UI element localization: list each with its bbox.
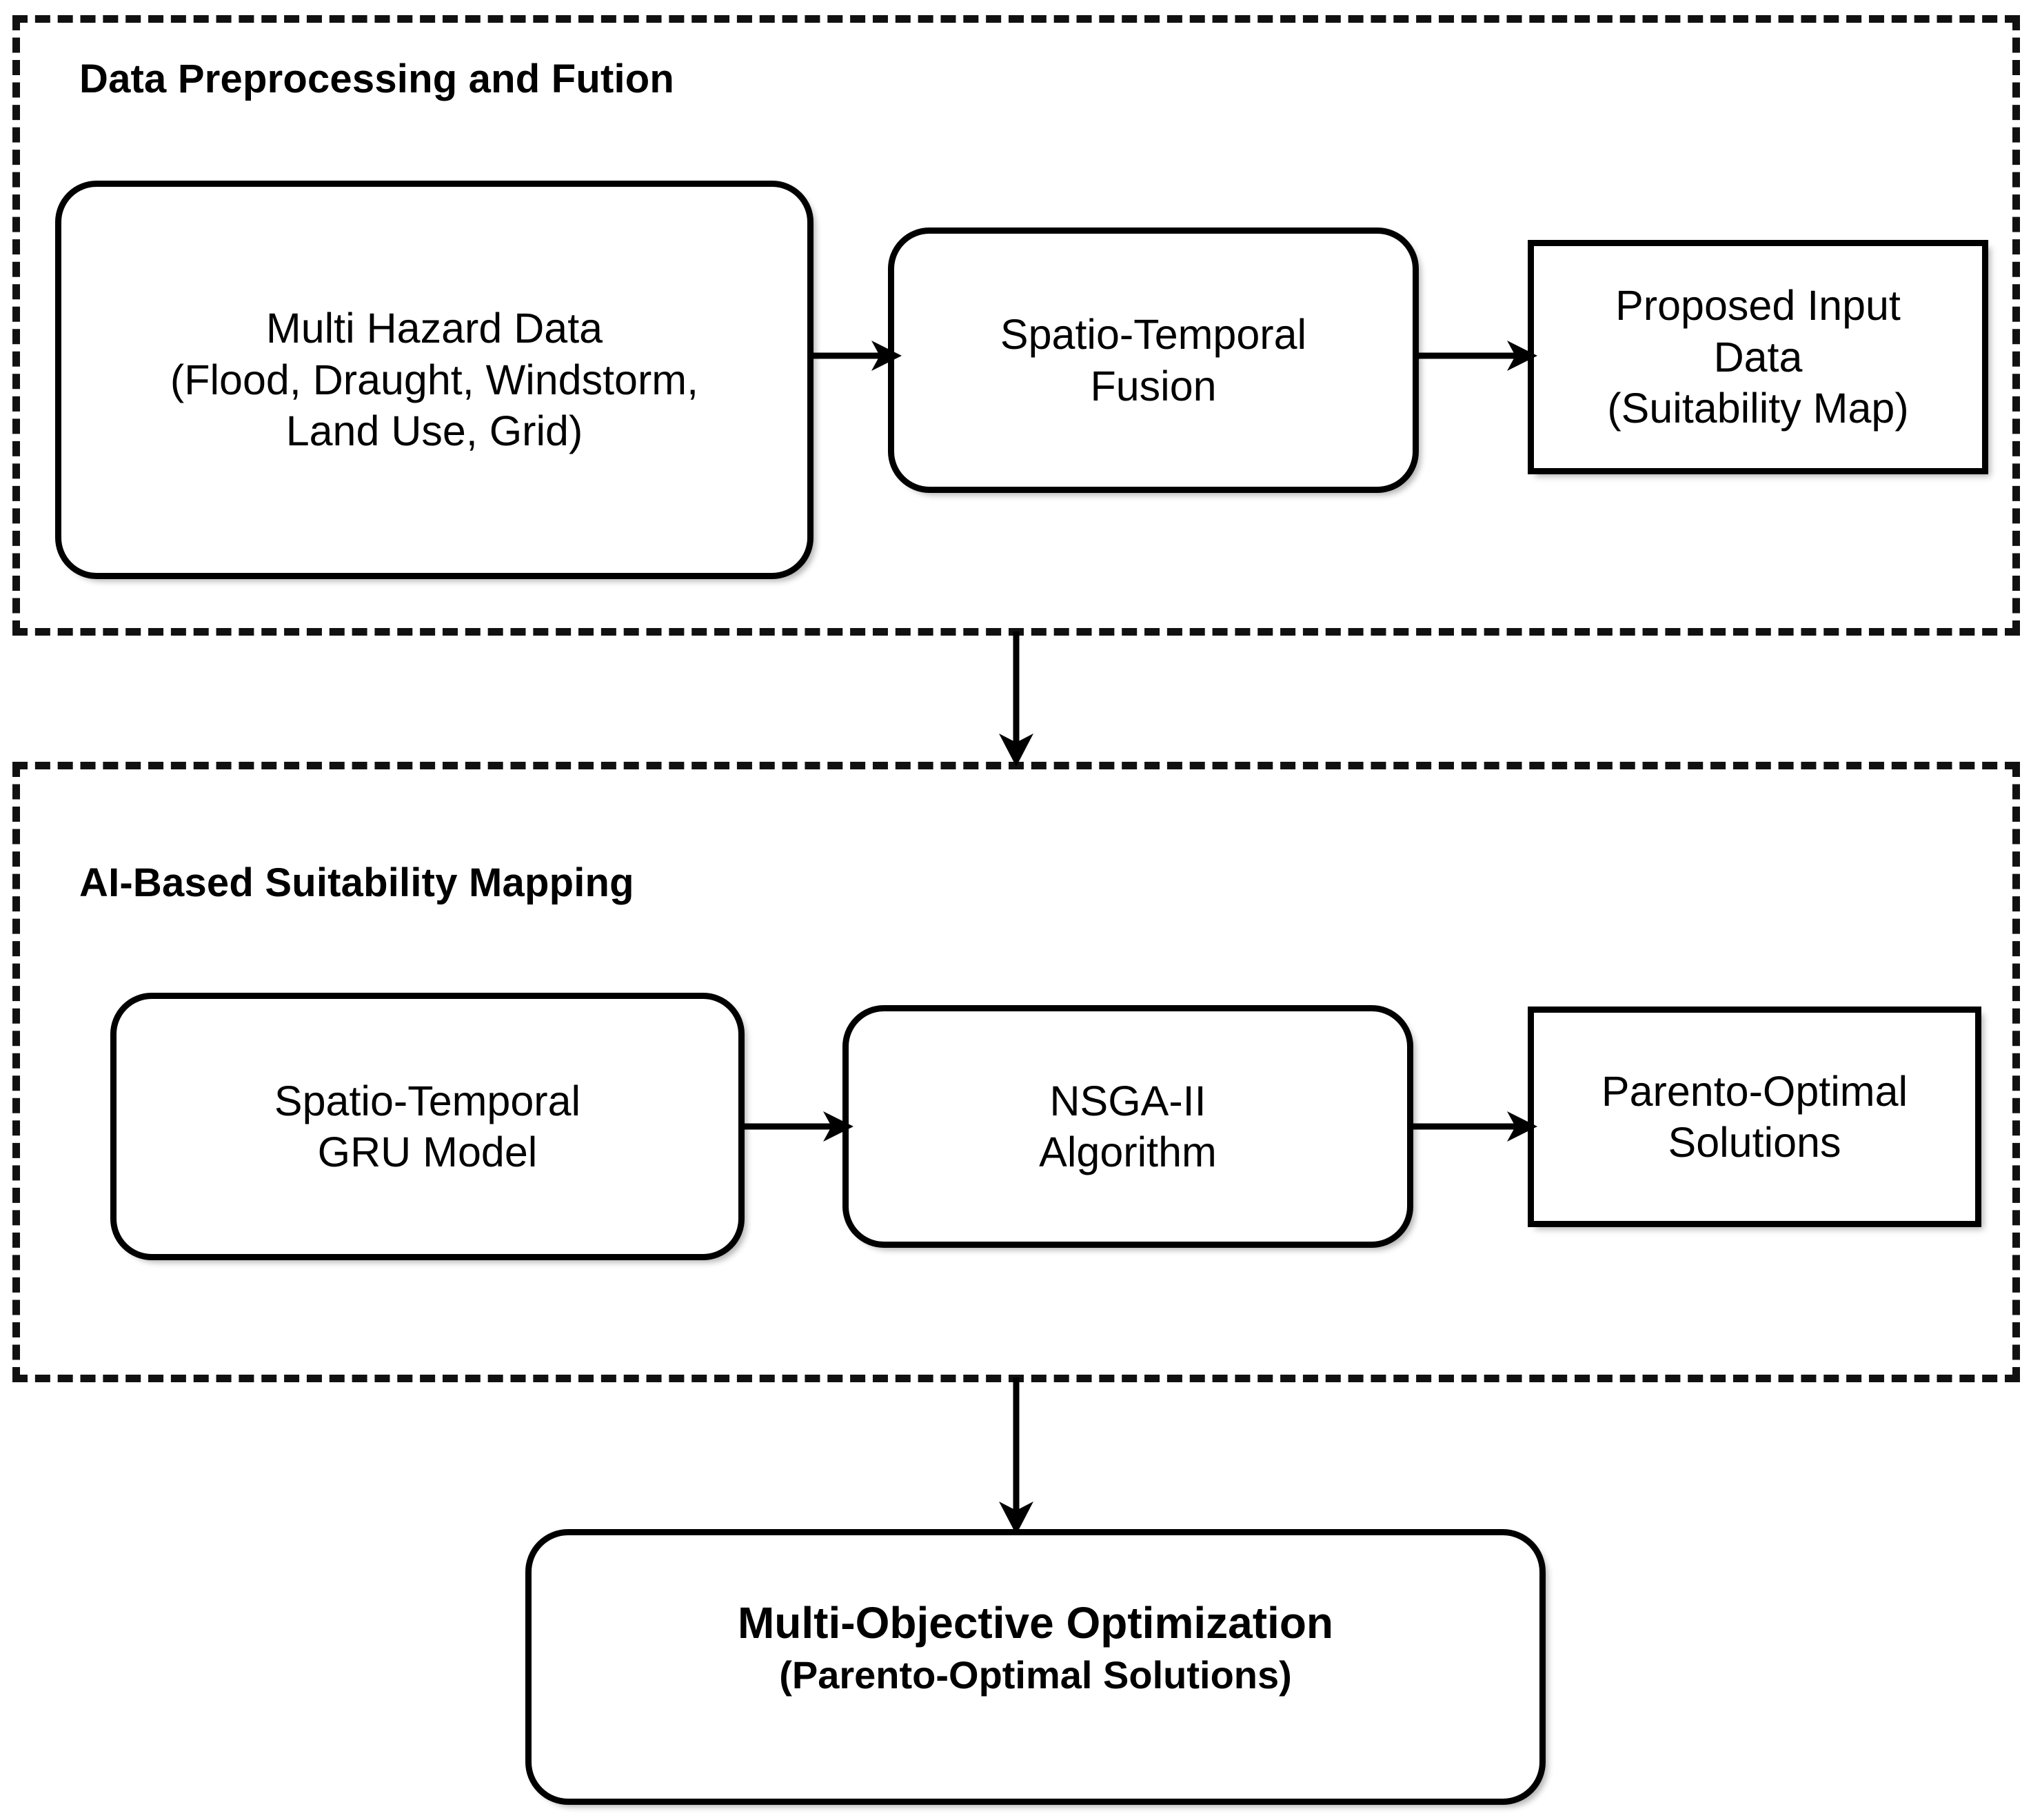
node-label-spatio-temporal-gru-model: Spatio-Temporal GRU Model [274,1077,581,1175]
node-label-multi-objective-optimization-title: Multi-Objective Optimization [737,1598,1334,1648]
panel-title-ai-based-suitability-mapping: AI-Based Suitability Mapping [79,860,634,905]
node-label-proposed-input-data: Proposed Input Data (Suitability Map) [1607,282,1909,432]
node-label-multi-objective-optimization-subtitle: (Parento-Optimal Solutions) [779,1652,1292,1697]
node-label-parento-optimal-solutions: Parento-Optimal Solutions [1601,1067,1908,1166]
node-parento-optimal-solutions[interactable]: Parento-Optimal Solutions [1528,1007,1981,1227]
node-spatio-temporal-fusion[interactable]: Spatio-Temporal Fusion [888,228,1419,493]
connector-ai-mapping-to-multi-objective [991,1377,1041,1537]
node-label-nsga-ii-algorithm: NSGA-II Algorithm [1039,1077,1217,1175]
node-label-multi-hazard-data: Multi Hazard Data (Flood, Draught, Winds… [170,305,699,455]
panel-title-data-preprocessing: Data Preprocessing and Fution [79,57,675,101]
node-label-spatio-temporal-fusion: Spatio-Temporal Fusion [1000,311,1307,410]
connector-fusion-to-proposed-input [1415,335,1540,376]
connector-nsga-to-parento-optimal [1408,1106,1540,1147]
connector-preprocessing-to-ai-mapping [991,631,1041,769]
node-proposed-input-data[interactable]: Proposed Input Data (Suitability Map) [1528,240,1988,474]
node-spatio-temporal-gru-model[interactable]: Spatio-Temporal GRU Model [110,993,745,1260]
node-nsga-ii-algorithm[interactable]: NSGA-II Algorithm [842,1005,1413,1248]
connector-gru-model-to-nsga [739,1106,856,1147]
node-multi-objective-optimization[interactable]: Multi-Objective Optimization (Parento-Op… [525,1529,1546,1805]
node-multi-hazard-data[interactable]: Multi Hazard Data (Flood, Draught, Winds… [55,181,814,579]
connector-multi-hazard-to-fusion [808,335,905,376]
